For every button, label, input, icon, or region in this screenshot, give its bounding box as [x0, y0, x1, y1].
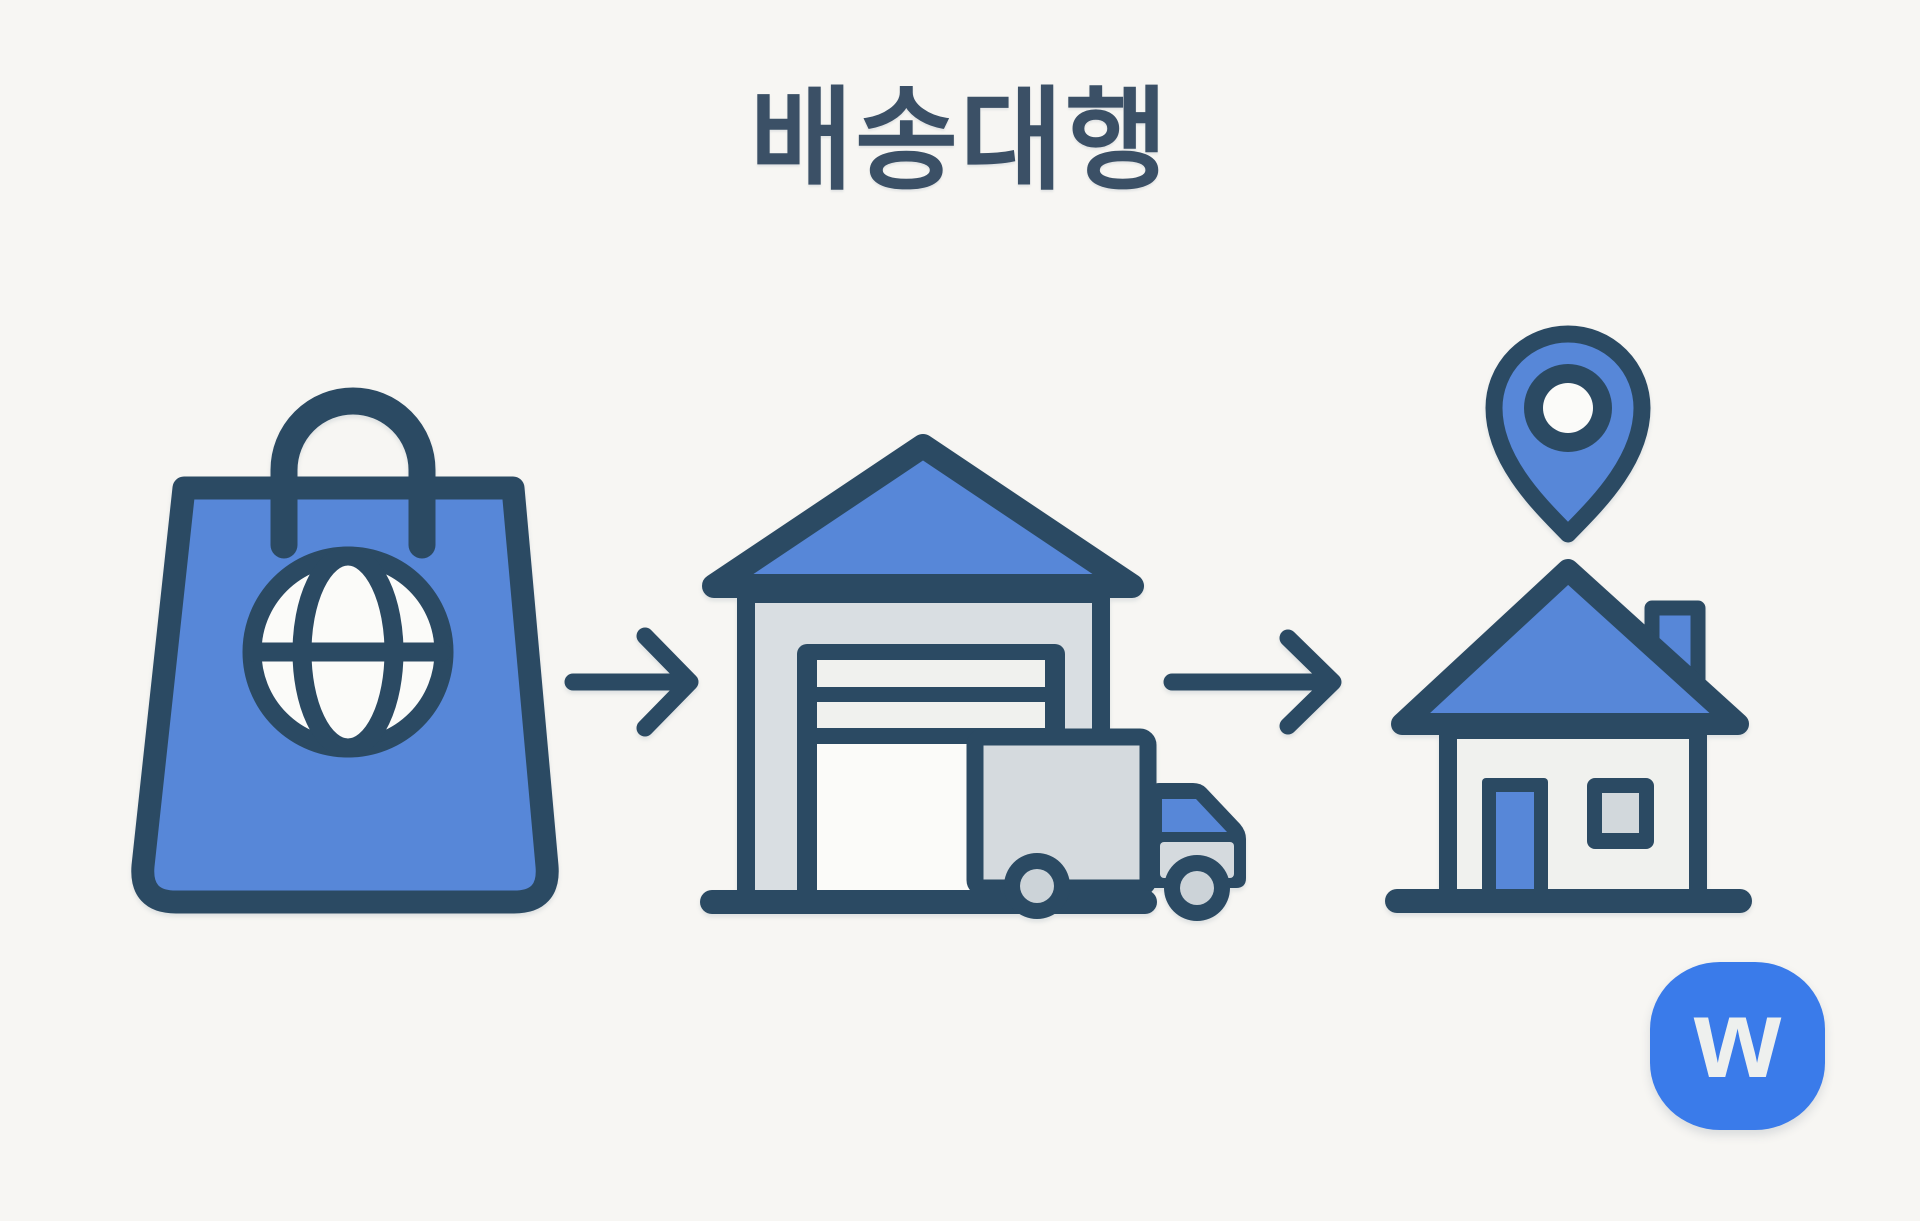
delivery-truck-icon: [966, 728, 1246, 897]
shopping-bag-handle: [270, 387, 436, 559]
house-door: [1482, 778, 1548, 902]
warehouse-roof: [702, 434, 1144, 598]
house-with-location-pin-icon: [1385, 325, 1752, 913]
truck-wheel-icon: [1004, 853, 1070, 919]
online-shopping-bag-globe-icon: [131, 387, 559, 914]
globe-icon: [242, 546, 454, 758]
house-roof: [1391, 559, 1749, 735]
location-pin-icon: [1485, 325, 1651, 543]
truck-window: [1162, 799, 1227, 832]
arrow-right-icon: [564, 627, 699, 737]
house-window: [1587, 778, 1654, 849]
arrow-right-icon: [1163, 629, 1342, 735]
diagram-title: 배송대행: [749, 78, 1171, 203]
brand-logo: w: [1650, 962, 1825, 1130]
truck-wheel-icon: [1164, 855, 1230, 921]
forwarding-warehouse-truck-icon: [700, 434, 1246, 921]
brand-logo-letter: w: [1693, 976, 1782, 1101]
